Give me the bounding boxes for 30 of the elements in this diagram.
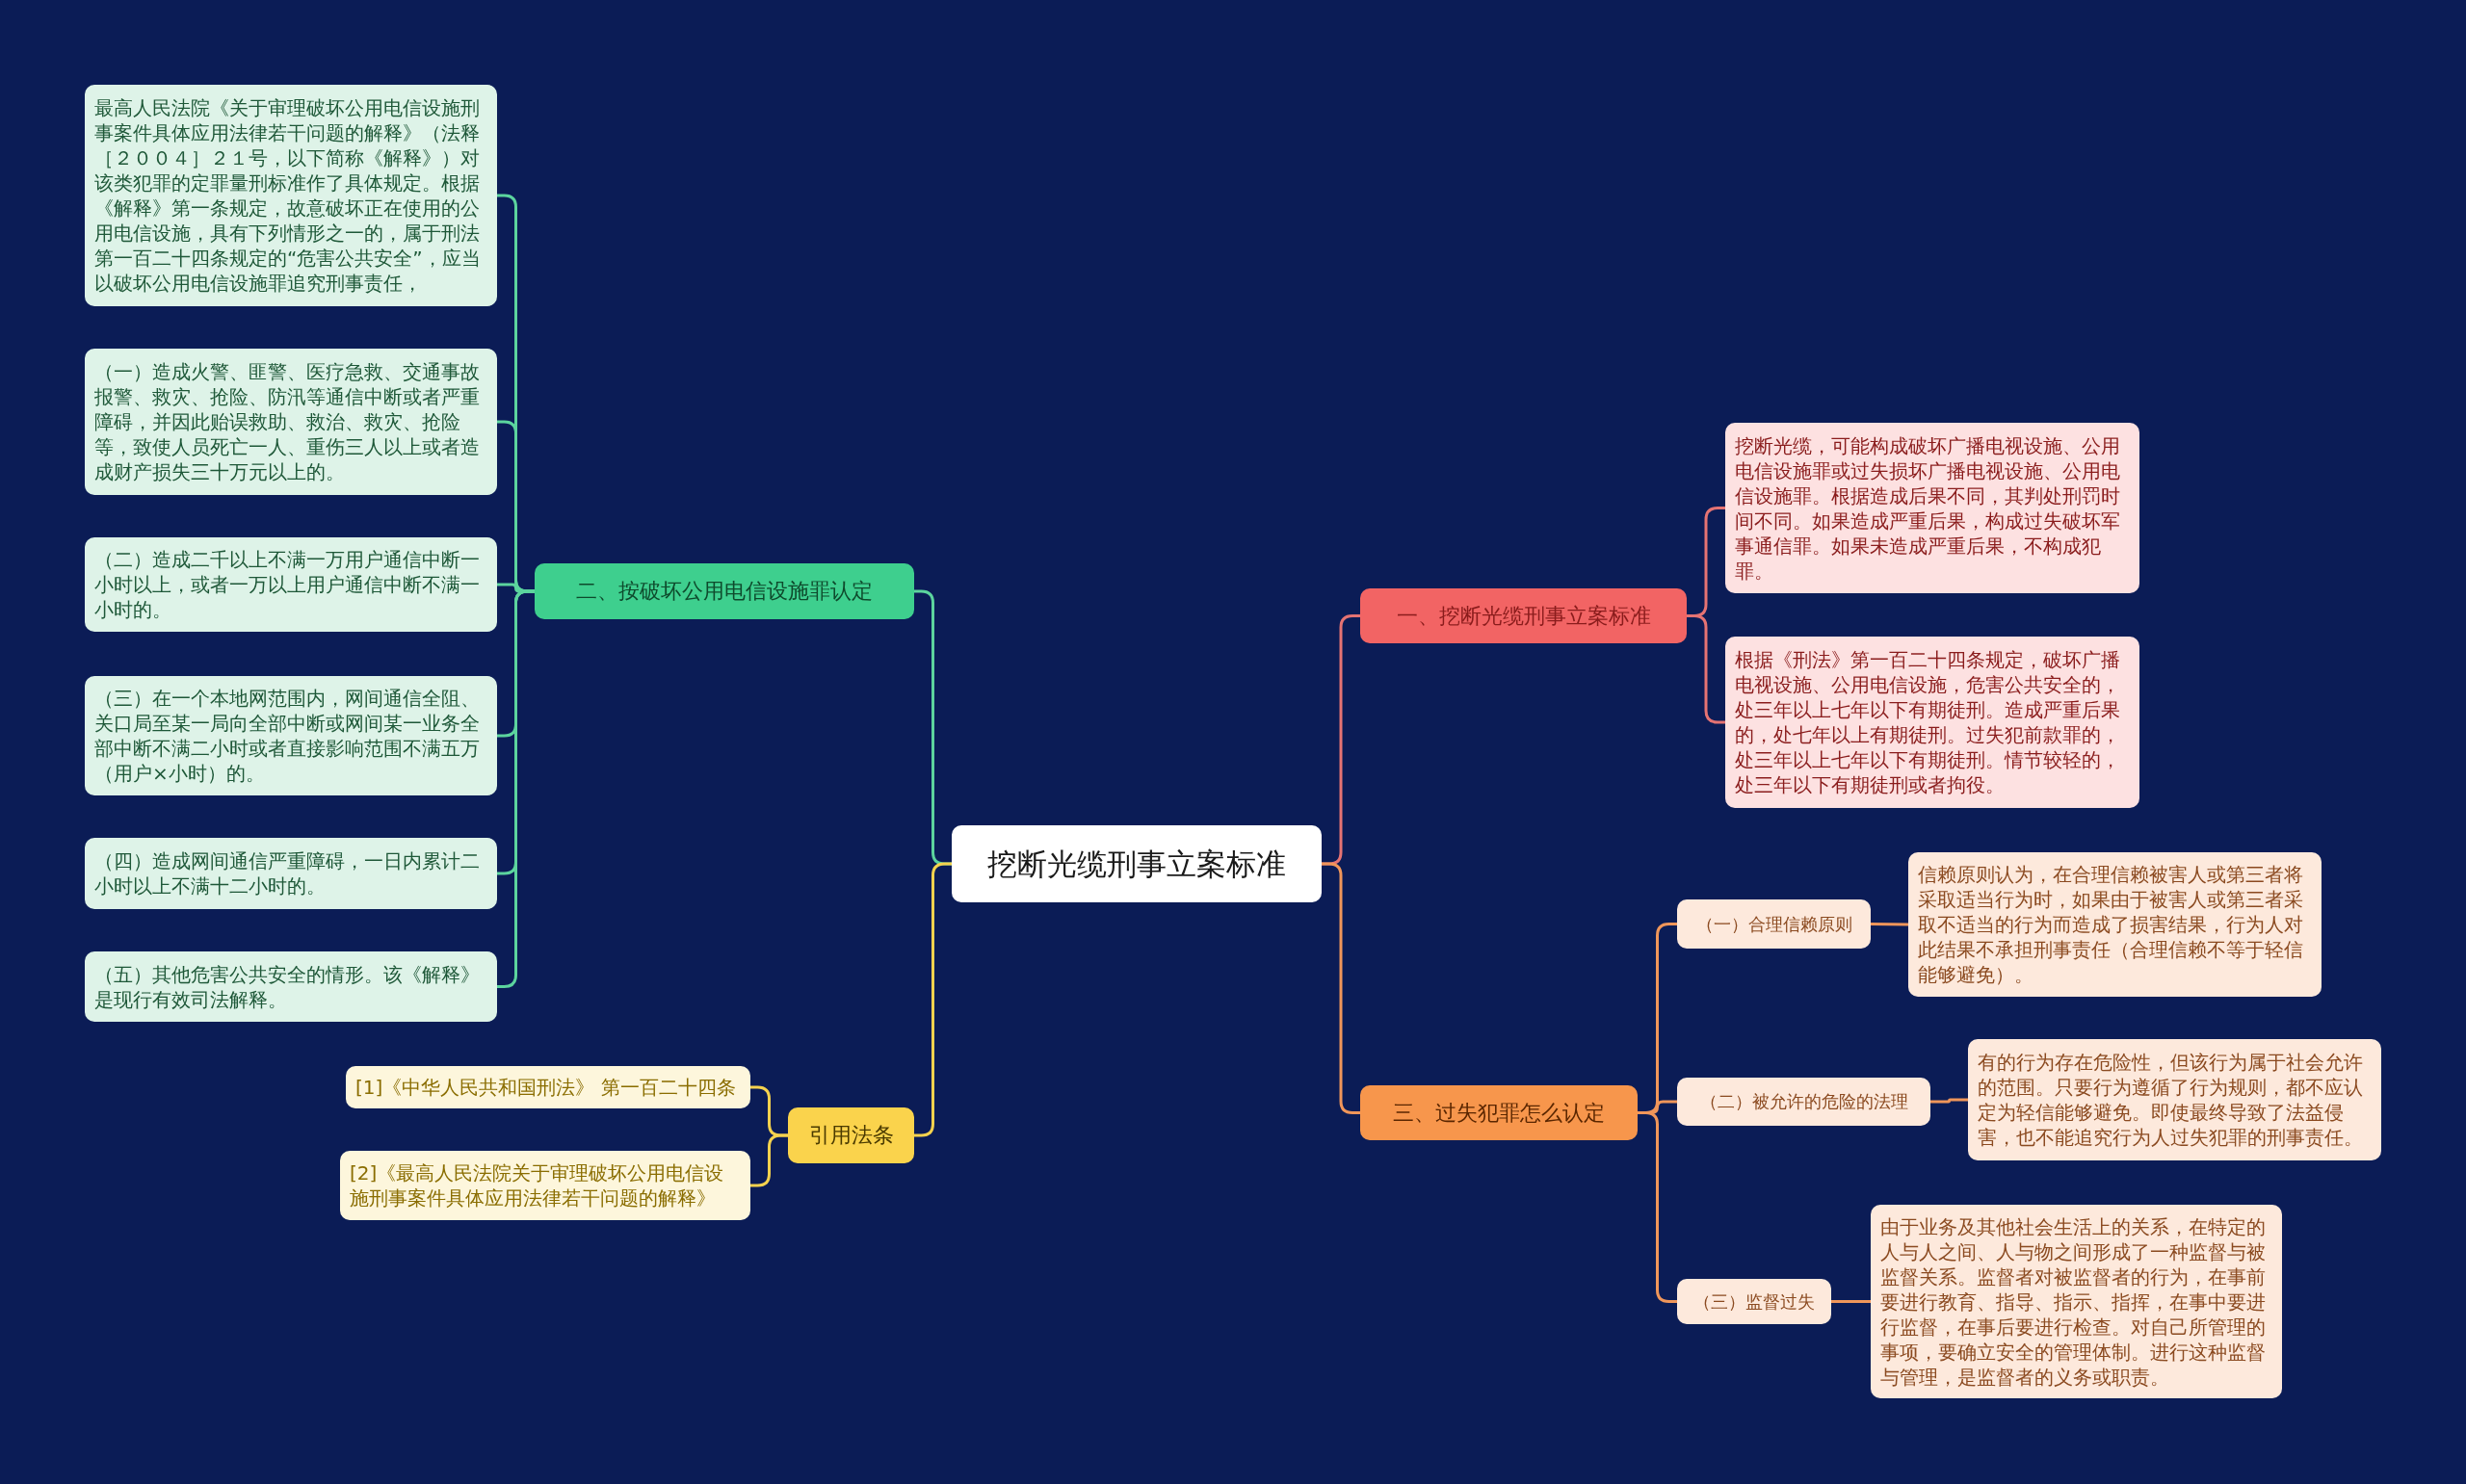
text-card: （五）其他危害公共安全的情形。该《解释》是现行有效司法解释。 — [85, 951, 497, 1022]
connector-line — [1638, 1111, 1677, 1303]
central-topic-box: 挖断光缆刑事立案标准 — [952, 825, 1322, 902]
text-card: （三）在一个本地网范围内，网间通信全阻、关口局至某一局向全部中断或网间某一业务全部中断不满二小时或者直接影响范围不满五万（用户×小时）的。 — [85, 676, 497, 795]
connector-line — [914, 862, 952, 1137]
text-card: （二）造成二千以上不满一万用户通信中断一小时以上，或者一万以上用户通信中断不满一小时的。 — [85, 537, 497, 632]
text-card: 根据《刑法》第一百二十四条规定，破坏广播电视设施、公用电信设施，危害公共安全的，处三年以上七年以下有期徒刑。造成严重后果的，处七年以上有期徒刑。过失犯前款罪的，处三年以上七年以下有期徒刑。情节较轻的，处三年以下有期徒刑或者拘役。 — [1725, 637, 2139, 808]
connector-line — [1322, 862, 1360, 1114]
reference-card: [1]《中华人民共和国刑法》 第一百二十四条 — [346, 1066, 750, 1108]
topic-box: 引用法条 — [788, 1107, 914, 1163]
subtopic-box: （三）监督过失 — [1677, 1279, 1831, 1324]
text-card: 挖断光缆，可能构成破坏广播电视设施、公用电信设施罪或过失损坏广播电视设施、公用电信设施罪。根据造成后果不同，其判处刑罚时间不同。如果造成严重后果，构成过失破坏军事通信罪。如果未造成严重后果，不构成犯罪。 — [1725, 423, 2139, 593]
connector-line — [1831, 1300, 1871, 1303]
connector-line — [1687, 614, 1725, 724]
topic-box: 一、挖断光缆刑事立案标准 — [1360, 588, 1687, 643]
text-card: （四）造成网间通信严重障碍，一日内累计二小时以上不满十二小时的。 — [85, 838, 497, 909]
connector-line — [1930, 1098, 1968, 1104]
subtopic-box: （二）被允许的危险的法理 — [1677, 1078, 1930, 1126]
topic-box: 二、按破坏公用电信设施罪认定 — [535, 563, 914, 619]
reference-card: [2]《最高人民法院关于审理破坏公用电信设施刑事案件具体应用法律若干问题的解释》 — [340, 1151, 750, 1220]
topic-box: 三、过失犯罪怎么认定 — [1360, 1085, 1638, 1140]
text-card: 由于业务及其他社会生活上的关系，在特定的人与人之间、人与物之间形成了一种监督与被监督关系。监督者对被监督者的行为，在事前要进行教育、指导、指示、指挥，在事中要进行监督，在事后要进行检查。对自己所管理的事项，要确立安全的管理体制。进行这种监督与管理，是监督者的义务或职责。 — [1871, 1205, 2282, 1398]
text-card: 最高人民法院《关于审理破坏公用电信设施刑事案件具体应用法律若干问题的解释》（法释［２００４］２１号，以下简称《解释》）对该类犯罪的定罪量刑标准作了具体规定。根据《解释》第一条规定，故意破坏正在使用的公用电信设施，具有下列情形之一的，属于刑法第一百二十四条规定的“危害公共安全”，应当以破坏公用电信设施罪追究刑事责任， — [85, 85, 497, 306]
subtopic-box: （一）合理信赖原则 — [1677, 899, 1871, 949]
text-card: 有的行为存在危险性，但该行为属于社会允许的范围。只要行为遵循了行为规则，都不应认定为轻信能够避免。即使最终导致了法益侵害，也不能追究行为人过失犯罪的刑事责任。 — [1968, 1039, 2381, 1160]
text-card: 信赖原则认为，在合理信赖被害人或第三者将采取适当行为时，如果由于被害人或第三者采取不适当的行为而造成了损害结果，行为人对此结果不承担刑事责任（合理信赖不等于轻信能够避免）。 — [1908, 852, 2322, 997]
text-card: （一）造成火警、匪警、医疗急救、交通事故报警、救灾、抢险、防汛等通信中断或者严重障碍，并因此贻误救助、救治、救灾、抢险等，致使人员死亡一人、重伤三人以上或者造成财产损失三十万元以上的。 — [85, 349, 497, 495]
connector-line — [750, 1133, 788, 1187]
connector-line — [1870, 923, 1909, 926]
connector-line — [497, 589, 535, 988]
